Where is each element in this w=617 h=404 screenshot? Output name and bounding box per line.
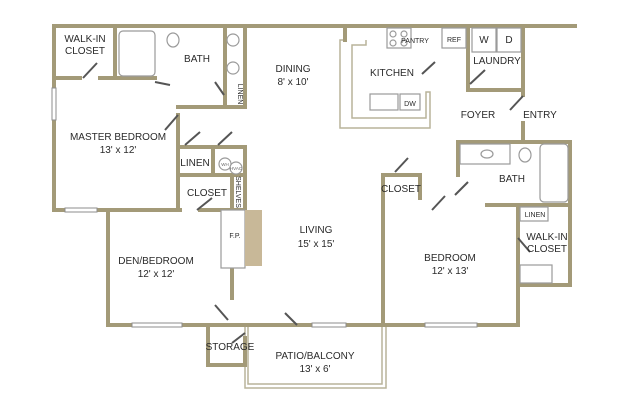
label-master-bedroom-size: 13' x 12' <box>100 145 137 156</box>
sink <box>226 61 240 75</box>
label-washer: W <box>479 35 489 46</box>
label-master-bath: BATH <box>184 54 210 65</box>
bathtub <box>118 30 156 77</box>
dishwasher <box>399 93 421 111</box>
label-bedroom: BEDROOM <box>424 253 476 264</box>
walls <box>52 24 577 367</box>
label-master-bedroom: MASTER BEDROOM <box>70 132 166 143</box>
label-ref: REF <box>447 37 461 44</box>
label-storage: STORAGE <box>206 342 255 353</box>
label-wh: WH <box>221 162 229 167</box>
label-linen-2: LINEN <box>525 212 546 219</box>
windows <box>51 87 478 328</box>
label-pantry: PANTRY <box>401 38 429 45</box>
label-hvac: HVAC <box>230 166 243 171</box>
kitchen-counter <box>339 39 431 129</box>
toilet-2 <box>518 147 532 163</box>
label-kitchen: KITCHEN <box>370 68 414 79</box>
label-linen-master-bath: LINEN <box>236 84 243 105</box>
doors <box>82 61 531 344</box>
label-closet-hall: CLOSET <box>187 188 227 199</box>
label-dw: DW <box>404 101 416 108</box>
label-dining-size: 8' x 10' <box>277 77 308 88</box>
label-shelves: SHELVES <box>234 176 241 208</box>
label-den-bedroom: DEN/BEDROOM <box>118 256 194 267</box>
sink <box>226 33 240 47</box>
label-walk-in-closet-master-2: CLOSET <box>65 46 105 57</box>
bathtub-2 <box>539 143 569 203</box>
label-bedroom-size: 12' x 13' <box>432 266 469 277</box>
room-labels: WALK-IN CLOSET BATH LINEN DINING 8' x 10… <box>64 34 567 375</box>
dryer <box>496 27 522 53</box>
label-linen-hall: LINEN <box>180 158 209 169</box>
label-fireplace: F.P. <box>229 233 240 240</box>
label-bath-2: BATH <box>499 174 525 185</box>
label-foyer: FOYER <box>461 110 495 121</box>
refrigerator <box>441 27 467 49</box>
label-living: LIVING <box>300 225 333 236</box>
label-living-size: 15' x 15' <box>298 239 335 250</box>
label-walk-in-closet-2: WALK-IN <box>526 232 567 243</box>
label-laundry: LAUNDRY <box>473 56 521 67</box>
label-dryer: D <box>505 35 512 46</box>
washer <box>471 27 497 53</box>
label-walk-in-closet-master: WALK-IN <box>64 34 105 45</box>
label-dining: DINING <box>276 64 311 75</box>
label-den-bedroom-size: 12' x 12' <box>138 269 175 280</box>
hearth <box>245 210 262 266</box>
kitchen-sink <box>369 93 399 111</box>
fixtures <box>118 27 569 284</box>
label-closet-bedroom: CLOSET <box>381 184 421 195</box>
label-walk-in-closet-2b: CLOSET <box>527 244 567 255</box>
label-patio: PATIO/BALCONY <box>275 351 354 362</box>
label-patio-size: 13' x 6' <box>299 364 330 375</box>
toilet <box>166 32 180 48</box>
label-entry: ENTRY <box>523 110 557 121</box>
